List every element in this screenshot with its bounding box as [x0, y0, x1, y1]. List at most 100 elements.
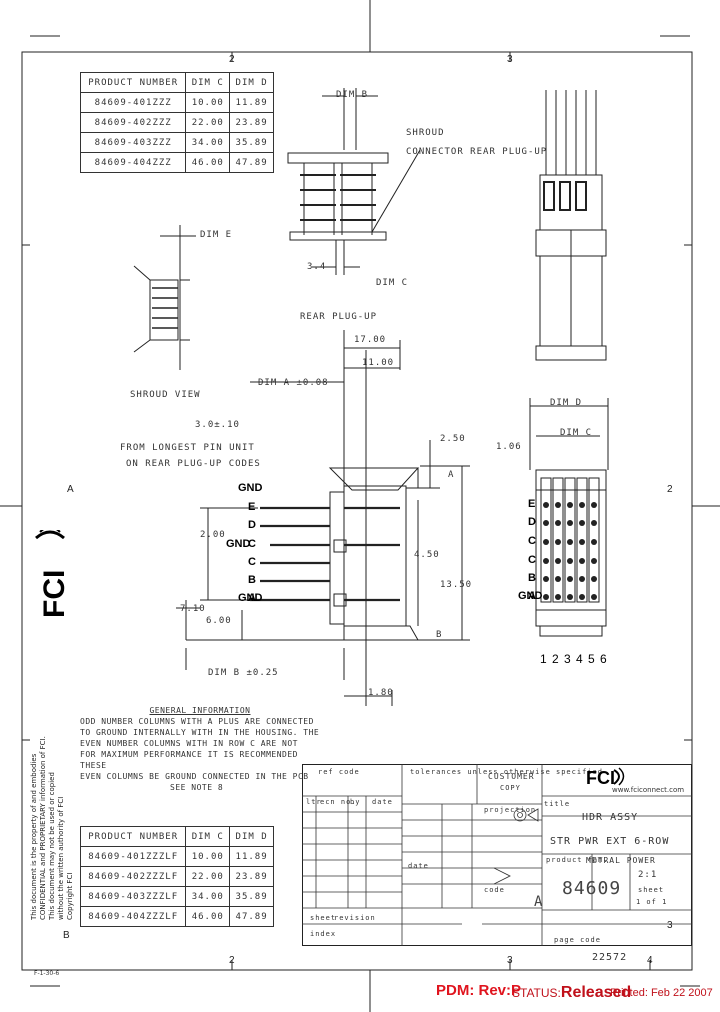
website: www.fciconnect.com	[612, 786, 685, 794]
rev-col-by: by	[350, 798, 361, 806]
rear-plug-up-label: REAR PLUG-UP	[300, 312, 378, 322]
dim-106: 1.06	[496, 442, 522, 452]
general-info-line: ODD NUMBER COLUMNS WITH A PLUS ARE CONNE…	[80, 717, 314, 726]
cell: 84609-404ZZZLF	[79, 906, 187, 927]
dim-b-tol-label: DIM B ±0.25	[208, 668, 279, 678]
dim-250: 2.50	[440, 434, 466, 444]
ref-b-label: B	[436, 630, 443, 640]
customer-label: CUSTOMER	[488, 772, 535, 781]
cell: 47.89	[229, 906, 274, 927]
dim-1100: 11.00	[362, 358, 395, 368]
dim-1700: 17.00	[354, 335, 387, 345]
dim-34: 3.4	[307, 262, 327, 272]
title-label: title	[544, 800, 571, 808]
table-row: 84609-401ZZZ 10.00 11.89	[79, 92, 274, 113]
dim-3-label: 3.0±.10	[195, 420, 240, 430]
cell: 11.89	[229, 846, 274, 867]
sheet-label: sheet	[638, 886, 665, 894]
front-row-gnd: GND	[518, 590, 543, 602]
grid-left-b: B	[63, 930, 70, 941]
sheet-value: 1 of 1	[636, 898, 668, 906]
cell: 23.89	[229, 866, 274, 887]
dim-a-label: DIM A ±0.08	[258, 378, 329, 388]
table-row: 84609-404ZZZLF 46.00 47.89	[79, 906, 274, 927]
grid-right-3: 3	[667, 920, 673, 931]
table-header-row: PRODUCT NUMBER DIM C DIM D	[79, 826, 274, 847]
general-info-title: GENERAL INFORMATION	[149, 706, 251, 715]
title-block	[302, 764, 692, 946]
dim-e-label: DIM E	[200, 230, 233, 240]
grid-bottom-3: 3	[507, 955, 513, 966]
front-row-e: E	[528, 498, 536, 510]
cell: 22.00	[185, 866, 231, 887]
grid-bottom-2: 2	[229, 955, 235, 966]
dim-600: 6.00	[206, 616, 232, 626]
ref-code-label: ref code	[318, 768, 360, 776]
product-family: METRAL POWER	[586, 856, 656, 865]
front-row-d: D	[528, 516, 536, 528]
dim-450: 4.50	[414, 550, 440, 560]
general-info: GENERAL INFORMATION ODD NUMBER COLUMNS W…	[80, 705, 320, 793]
dim-200: 2.00	[200, 530, 226, 540]
front-row-b: B	[528, 572, 536, 584]
title-line-2: STR PWR EXT 6-ROW	[550, 836, 670, 847]
column-numbers: 1 2 3 4 5 6	[540, 652, 608, 666]
drawing-size: A	[534, 894, 544, 910]
cell: 84609-402ZZZLF	[79, 866, 187, 887]
front-row-a: A	[528, 590, 536, 602]
col-header: PRODUCT NUMBER	[79, 826, 187, 847]
sheet-row-label: sheet	[310, 914, 337, 922]
pin-label-c: C	[248, 538, 256, 550]
grid-right-2: 2	[667, 484, 673, 495]
grid-top-2: 2	[229, 54, 235, 65]
date-label: date	[408, 862, 429, 870]
general-info-line: EVEN NUMBER COLUMNS WITH IN ROW C ARE NO…	[80, 739, 298, 748]
cell: 34.00	[185, 886, 231, 907]
fci-logo: FCI	[586, 768, 615, 788]
drawing-number: 84609	[562, 878, 622, 899]
shroud-note-2: CONNECTOR REAR PLUG-UP	[406, 147, 548, 157]
cell: 35.89	[229, 886, 274, 907]
from-longest-note: FROM LONGEST PIN UNIT	[120, 443, 255, 453]
dim-d-label: DIM D	[550, 398, 583, 408]
fci-logo-vertical: FCI	[35, 530, 70, 618]
pin-label-gnd: GND	[238, 482, 263, 494]
pdm-label: PDM: Rev:P	[436, 982, 521, 999]
grid-bottom-4: 4	[647, 955, 653, 966]
table-row: 84609-402ZZZLF 22.00 23.89	[79, 866, 274, 887]
svg-text:FCI: FCI	[38, 570, 70, 618]
grid-top-3: 3	[507, 54, 513, 65]
col-header: DIM C	[185, 826, 231, 847]
cell: 46.00	[185, 906, 231, 927]
general-info-line: EVEN COLUMNS BE GROUND CONNECTED IN THE …	[80, 772, 309, 781]
cell: 10.00	[185, 846, 231, 867]
code-label: code	[484, 886, 505, 894]
col-header: DIM D	[229, 826, 274, 847]
pin-label-a: A	[248, 592, 256, 604]
cell: 47.89	[229, 152, 274, 173]
pin-label-gnd: GND	[238, 592, 263, 604]
status-value: Released	[560, 984, 632, 1001]
status-label: STATUS:	[512, 986, 561, 1000]
page-code: 22572	[592, 952, 628, 963]
on-rear-note: ON REAR PLUG-UP CODES	[126, 459, 261, 469]
grid-left-a: A	[67, 484, 74, 495]
cell: 84609-401ZZZLF	[79, 846, 187, 867]
shroud-note-1: SHROUD	[406, 128, 445, 138]
dim-1350: 13.50	[440, 580, 473, 590]
cell: 84609-403ZZZLF	[79, 886, 187, 907]
table-row: 84609-403ZZZ 34.00 35.89	[79, 132, 274, 153]
pin-label-d: D	[248, 519, 256, 531]
scale: 2:1	[638, 870, 658, 880]
pin-label-b: B	[248, 574, 256, 586]
copy-label: COPY	[500, 784, 521, 792]
dim-710: 7.10	[180, 604, 206, 614]
sheet-ref: F-1-30-6	[34, 970, 60, 977]
pin-label-c: C	[248, 556, 256, 568]
general-info-line: TO GROUND INTERNALLY WITH IN THE HOUSING…	[80, 728, 320, 737]
rev-col-date: date	[372, 798, 393, 806]
pin-grid-rows	[543, 502, 597, 600]
general-info-line: FOR MAXIMUM PERFORMANCE IT IS RECOMMENDE…	[80, 750, 298, 770]
dim-c-label-front: DIM C	[560, 428, 593, 438]
